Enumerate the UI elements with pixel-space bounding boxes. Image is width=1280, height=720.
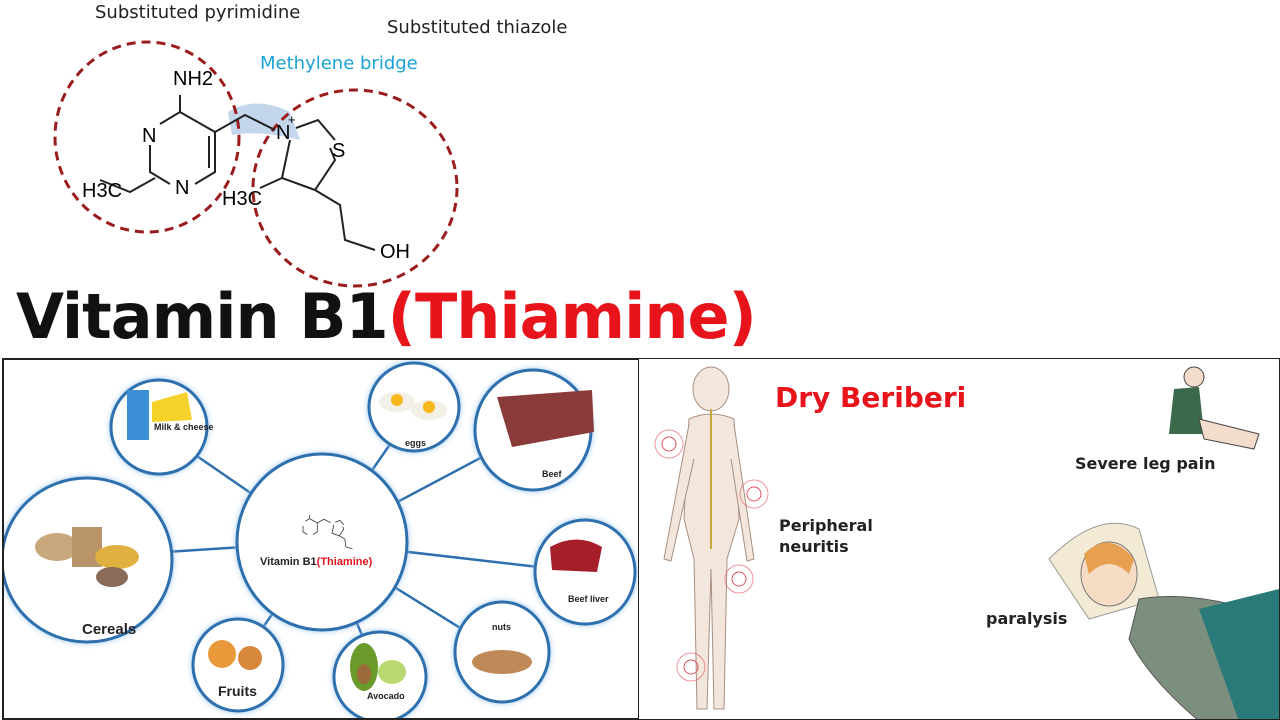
egg-icon — [391, 394, 403, 406]
page-title: Vitamin B1(Thiamine) — [16, 280, 757, 353]
beef-liver-circle — [533, 518, 637, 626]
egg-icon — [423, 401, 435, 413]
label-beef: Beef — [542, 469, 563, 479]
thiazole-dashed-circle — [251, 88, 459, 288]
label-avocado: Avocado — [367, 691, 405, 701]
paralysis-person-illustration — [1048, 522, 1279, 719]
liver-icon — [550, 539, 602, 572]
title-paren: (Thiamine) — [387, 280, 757, 353]
methyl-atom: H3C — [222, 188, 262, 210]
nitrogen-cation-atom: N — [276, 122, 290, 144]
center-label: Vitamin B1(Thiamine) — [260, 556, 373, 568]
label-eggs: eggs — [405, 438, 426, 448]
thiazole-label: Substituted thiazole — [387, 17, 568, 38]
plus-charge: + — [288, 112, 296, 127]
beef-icon — [497, 390, 594, 447]
food-pictures — [35, 390, 602, 691]
symptom-neuritis: Peripheral neuritis — [779, 516, 873, 556]
symptom-cardiac: Fast heart rate and cardiac problems — [671, 161, 881, 172]
symptom-paralysis: paralysis — [986, 609, 1068, 628]
grain-bowl-icon — [35, 533, 79, 561]
methyl-atom: H3C — [82, 180, 122, 202]
symptom-leg-pain: Severe leg pain — [1075, 454, 1216, 473]
wet-beriberi-heading: Wet Beriberi — [724, 39, 930, 73]
symptom-swelling: Swelling of legs — [1139, 139, 1229, 150]
title-main: Vitamin B1 — [16, 280, 389, 353]
mini-structure-icon — [302, 514, 353, 550]
pyrimidine-dashed-circle — [53, 40, 241, 234]
label-milk-cheese: Milk & cheese — [154, 422, 214, 432]
pain-spot-icons — [654, 429, 769, 682]
dry-beriberi-illustrations — [654, 366, 1279, 719]
nervous-system-illustration — [663, 366, 755, 710]
hydroxyl-atom: OH — [380, 241, 410, 263]
methylene-bridge-label: Methylene bridge — [260, 53, 418, 74]
label-fruits: Fruits — [218, 683, 257, 699]
man-breathless-illustration — [1012, 165, 1106, 359]
label-nuts: nuts — [492, 622, 511, 632]
cheese-icon — [152, 392, 192, 422]
food-sources-diagram: Vitamin B1(Thiamine) Milk & cheese eggs … — [4, 361, 637, 718]
bridge-highlight — [228, 103, 300, 140]
food-sources-panel: Vitamin B1(Thiamine) Milk & cheese eggs … — [2, 358, 640, 720]
label-beef-liver: Beef liver — [568, 594, 609, 604]
fruit-icon — [208, 640, 236, 668]
pyrimidine-label: Substituted pyrimidine — [95, 2, 301, 23]
label-cereals: Cereals — [82, 621, 136, 638]
leg-pain-man-illustration — [1169, 366, 1260, 450]
corn-icon — [95, 545, 139, 569]
symptom-breath: shortness of breath — [1119, 234, 1231, 245]
dry-beriberi-heading: Dry Beriberi — [775, 381, 967, 414]
nh2-atom: NH2 — [173, 68, 213, 90]
food-labels: Vitamin B1(Thiamine) Milk & cheese eggs … — [82, 422, 609, 701]
center-circle — [235, 452, 409, 632]
thiamine-structure: NH2 N N H3C N + S H3C OH — [53, 40, 459, 288]
nitrogen-atom: N — [142, 125, 156, 147]
sulfur-atom: S — [332, 140, 345, 162]
nuts-icon — [472, 650, 532, 674]
bonds — [99, 95, 376, 251]
nitrogen-atom: N — [175, 177, 189, 199]
heart-zoom-illustration — [778, 183, 927, 287]
dry-beriberi-panel: Dry Beriberi Severe leg pain Peripheral … — [638, 358, 1280, 720]
milk-carton-icon — [127, 390, 149, 440]
swollen-legs-illustration — [1118, 6, 1224, 132]
